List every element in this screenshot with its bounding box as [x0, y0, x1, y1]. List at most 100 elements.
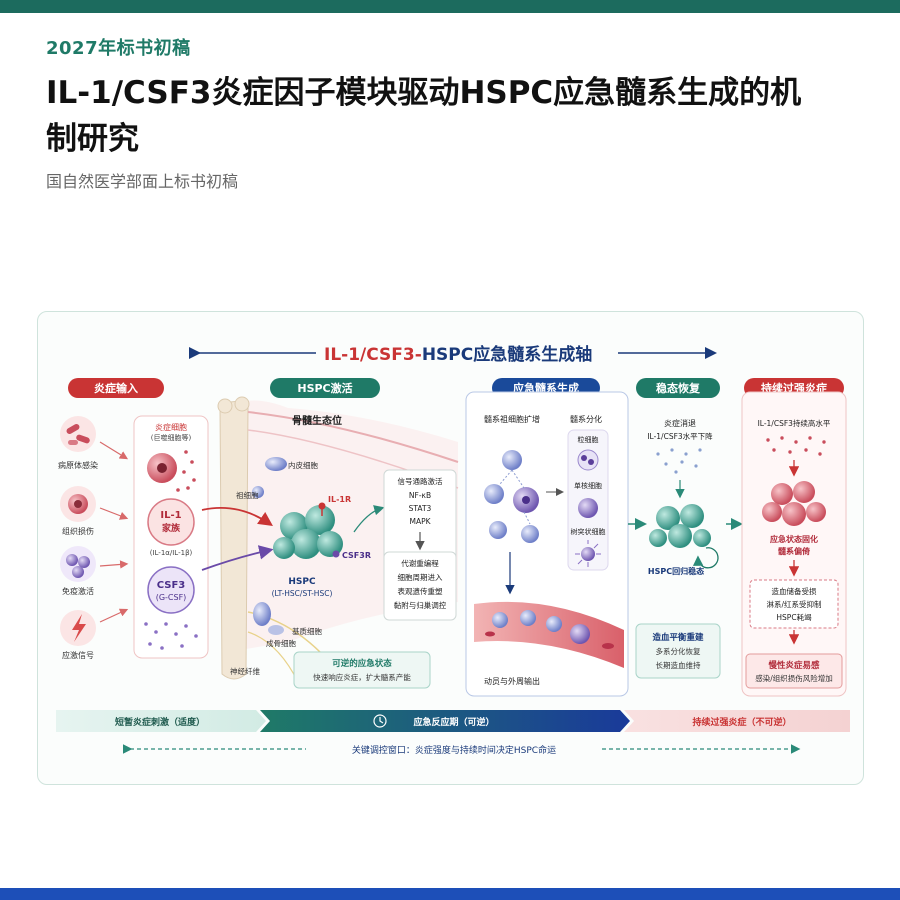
svg-text:祖细胞: 祖细胞: [236, 490, 259, 500]
svg-text:应急状态固化: 应急状态固化: [770, 534, 818, 544]
svg-text:信号通路激活: 信号通路激活: [398, 476, 443, 486]
progenitor-expansion: [484, 450, 539, 543]
svg-text:家族: 家族: [162, 522, 181, 534]
svg-text:IL-1/CSF3持续高水平: IL-1/CSF3持续高水平: [758, 418, 831, 428]
svg-text:成骨细胞: 成骨细胞: [266, 638, 296, 648]
svg-text:CSF3: CSF3: [157, 580, 186, 591]
effects-box: 代谢重编程 细胞周期进入 表观遗传重塑 黏附与归巢调控: [383, 551, 457, 621]
svg-text:动员与外周输出: 动员与外周输出: [484, 676, 540, 686]
csf3r-receptor: [332, 550, 340, 558]
factor-panel: 炎症细胞 (巨噬细胞等) IL-1 家族 (IL-1α/IL-1β) CSF3 …: [133, 415, 209, 659]
svg-text:骨髓生态位: 骨髓生态位: [292, 414, 342, 427]
svg-text:粒细胞: 粒细胞: [578, 435, 599, 444]
page-subtitle: 国自然医学部面上标书初稿: [46, 172, 239, 191]
title-line-2: 制研究: [46, 121, 139, 157]
section-activation-pill: HSPC激活: [270, 378, 380, 398]
bottom-accent-bar: [0, 888, 900, 900]
csf3-factor: [147, 566, 195, 614]
svg-text:IL-1R: IL-1R: [328, 495, 351, 504]
svg-text:树突状细胞: 树突状细胞: [571, 527, 606, 536]
hspc-to-signal-arrow: [353, 505, 385, 533]
differentiation-column: 粒细胞 单核细胞 树突状细胞: [567, 429, 609, 571]
title-line-1: IL-1/CSF3炎症因子模块驱动HSPC应急髓系生成的机: [46, 75, 802, 111]
svg-text:病原体感染: 病原体感染: [58, 460, 98, 470]
cycle-icon: [692, 547, 719, 569]
svg-text:基质细胞: 基质细胞: [292, 626, 322, 636]
svg-text:表观遗传重塑: 表观遗传重塑: [398, 586, 443, 596]
input-stress: 应激信号: [60, 610, 96, 660]
svg-text:持续过强炎症（不可逆）: 持续过强炎症（不可逆）: [692, 716, 791, 728]
svg-text:(巨噬细胞等): (巨噬细胞等): [151, 433, 192, 442]
svg-text:造血储备受损: 造血储备受损: [772, 586, 817, 596]
svg-text:免疫激活: 免疫激活: [62, 586, 94, 596]
svg-text:慢性炎症易感: 慢性炎症易感: [768, 660, 820, 671]
lightning-icon: [72, 614, 86, 642]
svg-text:NF-κB: NF-κB: [409, 491, 431, 500]
svg-text:髓系祖细胞扩增: 髓系祖细胞扩增: [484, 414, 540, 424]
svg-text:黏附与归巢调控: 黏附与归巢调控: [394, 600, 447, 610]
svg-text:应激信号: 应激信号: [62, 650, 94, 660]
svg-text:代谢重编程: 代谢重编程: [401, 558, 439, 568]
svg-text:STAT3: STAT3: [409, 504, 432, 513]
svg-text:组织损伤: 组织损伤: [62, 526, 94, 536]
svg-text:髓系偏倚: 髓系偏倚: [778, 546, 810, 556]
page-header: 2027年标书初稿 IL-1/CSF3炎症因子模块驱动HSPC应急髓系生成的机 …: [46, 34, 866, 192]
header-kicker: 2027年标书初稿: [46, 38, 191, 59]
blood-vessel: [474, 601, 624, 668]
svg-text:细胞周期进入: 细胞周期进入: [398, 572, 443, 582]
timeline-bar: 短暂炎症刺激（适度） 应急反应期（可逆） 持续过强炎症（不可逆）: [56, 710, 850, 732]
svg-text:稳态恢复: 稳态恢复: [656, 381, 701, 395]
top-accent-bar: [0, 0, 900, 13]
svg-text:可逆的应急状态: 可逆的应急状态: [332, 658, 392, 669]
svg-text:神经纤维: 神经纤维: [230, 666, 260, 676]
svg-text:(G-CSF): (G-CSF): [156, 593, 187, 602]
hspc-cluster: IL-1R CSF3R HSPC (LT-HSC/ST-HSC): [272, 495, 371, 598]
svg-text:CSF3R: CSF3R: [342, 551, 371, 560]
timeline-phase-2: [260, 710, 630, 732]
svg-text:炎症消退: 炎症消退: [664, 418, 696, 428]
axis-title: IL-1/CSF3-HSPC应急髓系生成轴: [324, 344, 592, 365]
svg-text:应急反应期（可逆）: 应急反应期（可逆）: [413, 716, 494, 728]
clock-icon: [373, 714, 387, 728]
recovery-panel: 炎症消退 IL-1/CSF3水平下降 HSPC回归稳态 造血平衡重建 多系分化恢…: [635, 418, 721, 679]
il1-to-hspc-arrow: [201, 507, 273, 527]
svg-text:快速响应炎症，扩大髓系产能: 快速响应炎症，扩大髓系产能: [313, 672, 411, 682]
svg-text:内皮细胞: 内皮细胞: [288, 460, 318, 470]
input-tissue: 组织损伤: [60, 486, 96, 536]
input-pathogen: 病原体感染: [58, 416, 98, 470]
csf3-to-hspc-arrow: [201, 545, 274, 571]
section-recovery-pill: 稳态恢复: [636, 378, 720, 398]
il1-factor: [147, 498, 195, 546]
svg-text:感染/组织损伤风险增加: 感染/组织损伤风险增加: [755, 673, 833, 683]
page-title: IL-1/CSF3炎症因子模块驱动HSPC应急髓系生成的机 制研究: [46, 70, 866, 162]
svg-text:IL-1/CSF3水平下降: IL-1/CSF3水平下降: [647, 431, 713, 441]
svg-text:炎症输入: 炎症输入: [94, 381, 138, 395]
svg-text:(IL-1α/IL-1β): (IL-1α/IL-1β): [150, 549, 193, 557]
svg-text:单核细胞: 单核细胞: [574, 481, 602, 490]
svg-text:髓系分化: 髓系分化: [570, 414, 602, 424]
svg-text:(LT-HSC/ST-HSC): (LT-HSC/ST-HSC): [272, 589, 333, 598]
chronic-panel: IL-1/CSF3持续高水平 应急状态固化 髓系偏倚 造血储备受损 淋系/红系受…: [741, 391, 847, 697]
il1r-receptor: [318, 502, 326, 510]
regulatory-window-label: 关键调控窗口：炎症强度与持续时间决定HSPC命运: [352, 744, 556, 756]
signaling-box: 信号通路激活 NF-κB STAT3 MAPK: [383, 469, 457, 563]
diagram-card: IL-1/CSF3-HSPC应急髓系生成轴 炎症输入 HSPC激活 应急髓系生成…: [37, 311, 864, 785]
svg-text:短暂炎症刺激（适度）: 短暂炎症刺激（适度）: [115, 716, 205, 728]
reversible-state-box: 可逆的应急状态 快速响应炎症，扩大髓系产能: [293, 651, 431, 689]
svg-text:淋系/红系受抑制: 淋系/红系受抑制: [766, 599, 821, 609]
svg-text:造血平衡重建: 造血平衡重建: [652, 632, 704, 643]
input-arrows: [99, 441, 129, 623]
section-input-pill: 炎症输入: [68, 378, 164, 398]
svg-text:炎症细胞: 炎症细胞: [155, 422, 187, 432]
timeline-phase-1: [56, 710, 266, 732]
svg-text:HSPC: HSPC: [288, 577, 316, 587]
timeline-phase-3: [624, 710, 850, 732]
svg-text:长期造血维持: 长期造血维持: [656, 660, 701, 670]
svg-text:HSPC激活: HSPC激活: [297, 381, 352, 395]
svg-text:MAPK: MAPK: [409, 517, 431, 526]
emergency-panel: 髓系祖细胞扩增 髓系分化 粒细胞 单核细胞 树突状细胞: [465, 391, 629, 697]
input-immune: 免疫激活: [60, 546, 96, 596]
svg-text:多系分化恢复: 多系分化恢复: [656, 646, 701, 656]
svg-text:IL-1: IL-1: [160, 510, 181, 521]
svg-text:HSPC回归稳态: HSPC回归稳态: [648, 566, 704, 576]
